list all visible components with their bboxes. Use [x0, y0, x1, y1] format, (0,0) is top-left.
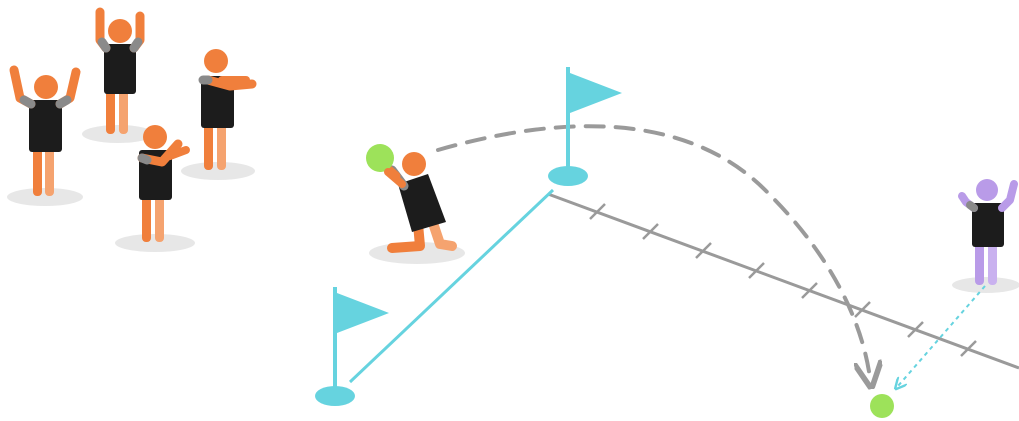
- tick: [802, 283, 817, 298]
- flag-icon: [337, 293, 389, 333]
- shadow-player-arms-up-back: [82, 125, 154, 143]
- flag-icon: [570, 73, 622, 113]
- throw-arc: [438, 126, 870, 378]
- flag-near: [315, 287, 389, 406]
- shadow-player-receiver: [952, 277, 1019, 293]
- head: [204, 49, 228, 73]
- player-arms-bent: [139, 125, 186, 242]
- head: [108, 19, 132, 43]
- shirt: [29, 100, 62, 152]
- receiver-pointer: [898, 286, 985, 386]
- ball-in-hand: [366, 144, 394, 172]
- measuring-line: [548, 194, 1019, 368]
- ball-landed: [870, 394, 894, 418]
- tick: [908, 322, 923, 337]
- flag-line: [350, 190, 553, 382]
- player-throwing: [366, 144, 452, 248]
- head: [143, 125, 167, 149]
- head: [976, 179, 998, 201]
- player-receiver: [962, 179, 1014, 285]
- player-arms-forward: [201, 49, 252, 170]
- flag-pole: [566, 67, 570, 175]
- head: [402, 152, 426, 176]
- player-arms-up-back: [100, 12, 140, 134]
- flag-pole: [333, 287, 337, 395]
- player-arms-up-left: [14, 70, 76, 196]
- head: [34, 75, 58, 99]
